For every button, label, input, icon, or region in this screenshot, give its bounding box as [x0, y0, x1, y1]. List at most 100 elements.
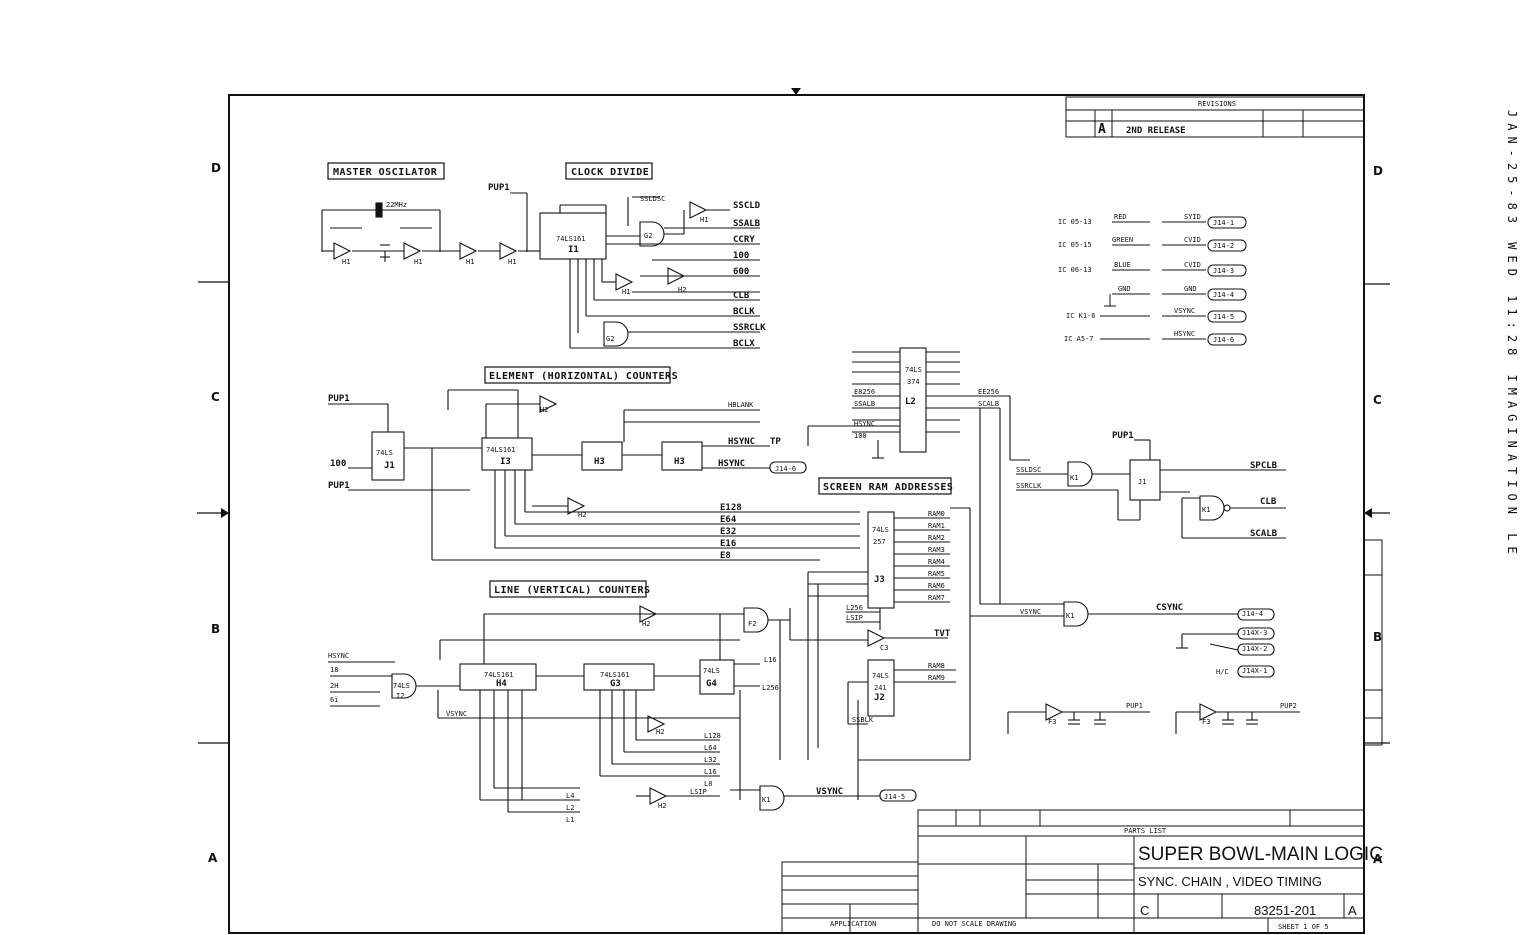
- pup1-label-clock: PUP1: [488, 183, 510, 193]
- jack-j14x-3: J14-4: [1242, 610, 1263, 618]
- chip-l2-label: L2: [905, 397, 916, 407]
- element-counters-title-box: [484, 366, 671, 384]
- chip-c3-label: C3: [880, 644, 888, 652]
- chip-h3b-label: H3: [674, 457, 685, 467]
- sig-l256-b: L256: [762, 684, 779, 692]
- conn-src-1: IC 05-13: [1058, 218, 1092, 226]
- sig-e64: E64: [720, 515, 737, 525]
- sig-bclk: BCLK: [733, 307, 755, 317]
- conn-jack-3: J14-3: [1213, 267, 1234, 275]
- chip-g4-label: G4: [706, 679, 717, 689]
- chip-j2: [867, 659, 895, 717]
- chip-f3-label-b: F3: [1202, 718, 1210, 726]
- chip-h1-label-f: H1: [622, 288, 630, 296]
- title-block-size: C: [1140, 903, 1149, 918]
- conn-dst-3: CVID: [1184, 261, 1201, 269]
- chip-g4: [699, 659, 735, 695]
- chip-i3-part: 74LS161: [486, 446, 516, 454]
- connector-list: [1100, 216, 1247, 346]
- chip-i3-label: I3: [500, 457, 511, 467]
- sig-hsync-b: HSYNC: [718, 459, 745, 469]
- conn-jack-2: J14-2: [1213, 242, 1234, 250]
- jack-j14-5-a: J14-5: [884, 793, 905, 801]
- sig-hsync: HSYNC: [728, 437, 755, 447]
- center-arrow-left: [221, 508, 229, 518]
- conn-dst-2: CVID: [1184, 236, 1201, 244]
- l2-in-100: 100: [854, 432, 867, 440]
- sig-l32: L32: [704, 756, 717, 764]
- title-block-dwg-no: 83251-201: [1254, 903, 1316, 918]
- conn-src-6: IC A5-7: [1064, 335, 1094, 343]
- sig-l64: L64: [704, 744, 717, 752]
- in-hsync-line: HSYNC: [328, 652, 349, 660]
- title-block-title: SUPER BOWL-MAIN LOGIC: [1138, 844, 1383, 865]
- chip-j2-label: J2: [874, 693, 885, 703]
- zone-label-c-left: C: [211, 390, 220, 404]
- chip-k1-label-b: K1: [1070, 474, 1078, 482]
- l2-in-hsync: HSYNC: [854, 420, 875, 428]
- conn-dst-1: SYID: [1184, 213, 1201, 221]
- zone-label-d-left: D: [211, 161, 221, 175]
- sig-ssldsc-r: SSLDSC: [1016, 466, 1041, 474]
- conn-jack-4: J14-4: [1213, 291, 1234, 299]
- jack-j14x-3b: J14X-3: [1242, 629, 1267, 637]
- title-block-do-not-scale: DO NOT SCALE DRAWING: [932, 920, 1016, 928]
- sig-ssldsc: SSLDSC: [640, 195, 665, 203]
- sig-vsync-out: VSYNC: [816, 787, 843, 797]
- chip-j1-part: 74LS: [376, 449, 393, 457]
- sig-tvt: TVT: [934, 629, 951, 639]
- sig-vsync-r: VSYNC: [1020, 608, 1041, 616]
- ram-out-8: RAM8: [928, 662, 945, 670]
- chip-i2-label: I2: [396, 692, 404, 700]
- sig-e32: E32: [720, 527, 736, 537]
- sig-l2: L2: [566, 804, 574, 812]
- sig-spclb: SPCLB: [1250, 461, 1278, 471]
- l2-in-e256: E8256: [854, 388, 875, 396]
- clock-divide-title: CLOCK DIVIDE: [571, 167, 649, 178]
- sig-pup1-out: PUP1: [1126, 702, 1143, 710]
- clock-divide-title-box: [565, 162, 653, 180]
- sig-100: 100: [733, 251, 749, 261]
- chip-h2-label-c: H2: [578, 511, 586, 519]
- latch-mux-circuit: [807, 347, 1010, 800]
- conn-src-5: IC K1-6: [1066, 312, 1096, 320]
- master-osc-title: MASTER OSCILATOR: [333, 167, 438, 178]
- chip-h4: [459, 663, 537, 691]
- chip-h2-label-a: H2: [678, 286, 686, 294]
- center-arrow-top: [791, 88, 801, 95]
- center-arrow-right: [1364, 508, 1372, 518]
- sig-ssalb: SSALB: [733, 219, 761, 229]
- h1-label-b: H1: [414, 258, 422, 266]
- title-block-subtitle: SYNC. CHAIN , VIDEO TIMING: [1138, 874, 1322, 889]
- sig-e128: E128: [720, 503, 742, 513]
- line-counters-title: LINE (VERTICAL) COUNTERS: [494, 585, 651, 596]
- ram-out-6: RAM6: [928, 582, 945, 590]
- pup1-label-element: PUP1: [328, 394, 350, 404]
- chip-h3a-label: H3: [594, 457, 605, 467]
- sig-e16: E16: [720, 539, 736, 549]
- chip-k1-label-c: K1: [1202, 506, 1210, 514]
- sig-l256: L256: [846, 604, 863, 612]
- conn-src-3: IC 06-13: [1058, 266, 1092, 274]
- chip-j1-ff-label: J1: [1138, 478, 1146, 486]
- conn-sig-2: GREEN: [1112, 236, 1133, 244]
- ram-out-0: RAM0: [928, 510, 945, 518]
- sig-vsync-line: VSYNC: [446, 710, 467, 718]
- sig-clb: CLB: [733, 291, 750, 301]
- ram-out-3: RAM3: [928, 546, 945, 554]
- in-100-label: 100: [330, 459, 346, 469]
- zone-label-d-right: D: [1373, 164, 1383, 178]
- chip-j3-label: J3: [874, 575, 885, 585]
- conn-src-2: IC 05-15: [1058, 241, 1092, 249]
- chip-k1-label-a: K1: [762, 796, 770, 804]
- hc-label: H/C: [1216, 668, 1229, 676]
- line-counter-circuit: [328, 605, 917, 813]
- sig-lsip: LSIP: [846, 614, 863, 622]
- chip-g2-label-a: G2: [644, 232, 652, 240]
- screen-ram-title-box: [818, 477, 952, 495]
- sig-600: 600: [733, 267, 749, 277]
- in-6: 6ï: [330, 696, 338, 704]
- title-block: [781, 809, 1365, 934]
- l2-out-e256: EE256: [978, 388, 999, 396]
